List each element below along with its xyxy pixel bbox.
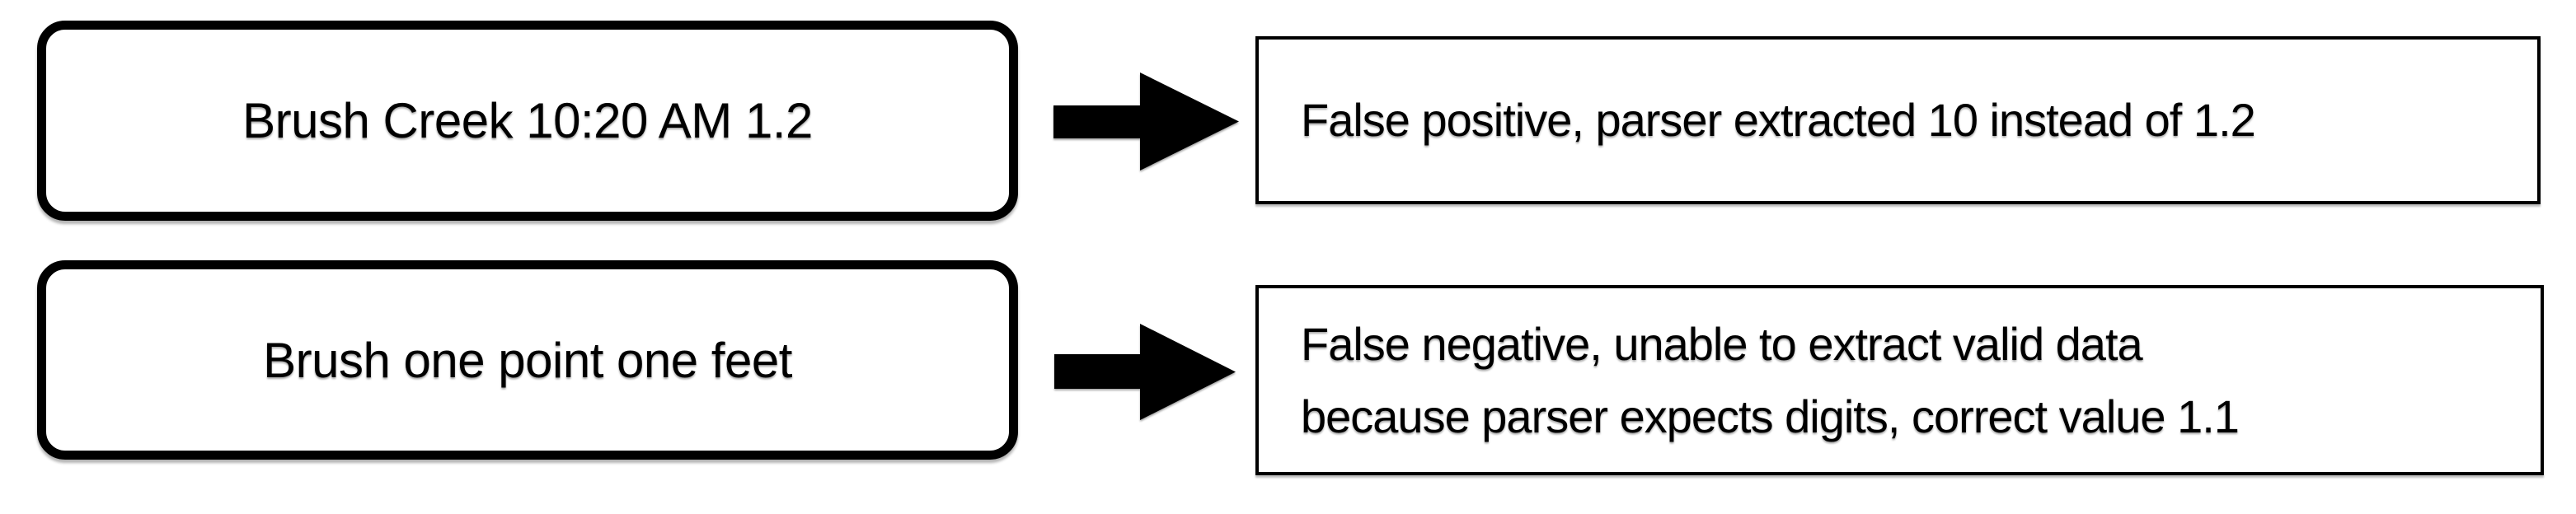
input-box-row1: Brush Creek 10:20 AM 1.2: [37, 21, 1018, 221]
output-box-row1: False positive, parser extracted 10 inst…: [1255, 36, 2541, 204]
arrow-right-icon: [1054, 324, 1236, 420]
input-label-row1: Brush Creek 10:20 AM 1.2: [242, 93, 813, 148]
output-line: False negative, unable to extract valid …: [1301, 317, 2143, 370]
output-line: False positive, parser extracted 10 inst…: [1301, 94, 2256, 146]
input-label-row2: Brush one point one feet: [263, 332, 792, 388]
arrow-right-icon: [1053, 72, 1239, 171]
output-line: because parser expects digits, correct v…: [1301, 390, 2240, 442]
output-box-row2: False negative, unable to extract valid …: [1255, 285, 2544, 475]
input-box-row2: Brush one point one feet: [37, 260, 1018, 460]
